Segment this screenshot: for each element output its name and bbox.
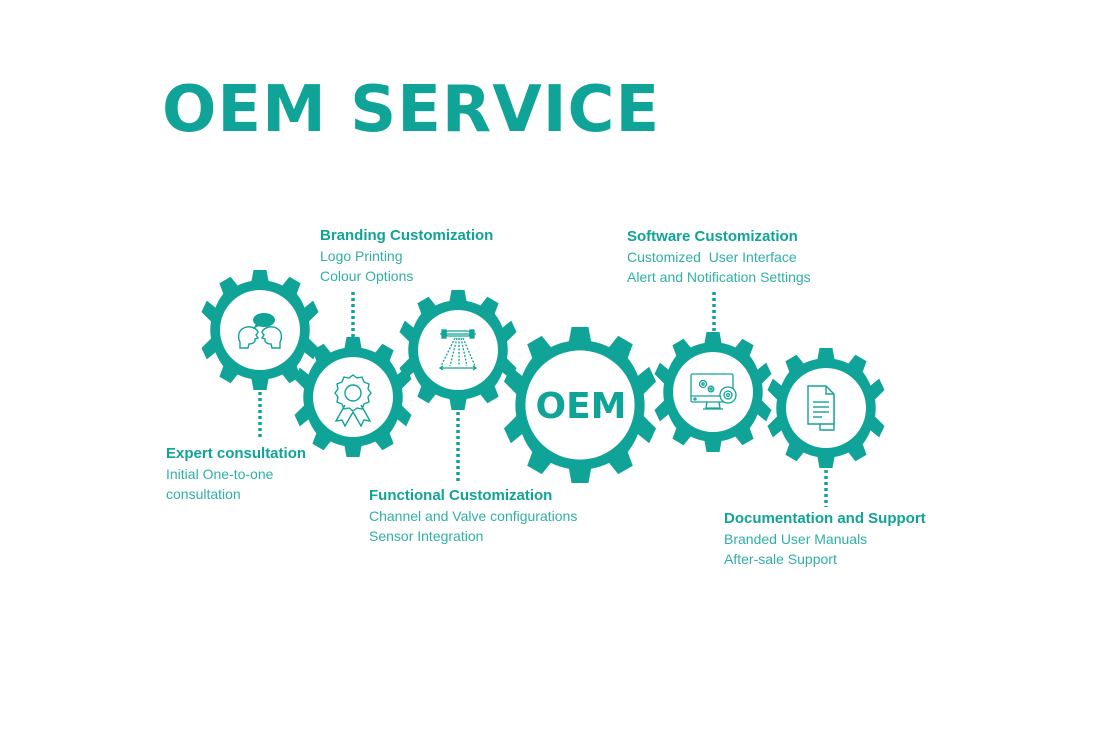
sprayer-icon [438, 329, 478, 371]
step-heading: Branding Customization [320, 227, 494, 244]
gear-functional-customization [399, 290, 517, 410]
step-branding-customization: Branding Customization Logo Printing Col… [320, 226, 493, 286]
gear-documentation-support [767, 348, 885, 468]
step-expert-consultation: Expert consultation Initial One-to-one c… [166, 444, 306, 504]
step-heading: Functional Customization [369, 487, 553, 504]
step-detail: Logo Printing [320, 248, 403, 264]
award-ribbon-icon [334, 374, 372, 428]
step-detail: After-sale Support [724, 551, 837, 567]
step-detail: consultation [166, 486, 241, 502]
step-detail: Alert and Notification Settings [627, 269, 811, 285]
step-detail: Sensor Integration [369, 528, 484, 544]
step-heading: Documentation and Support [724, 510, 926, 527]
consultation-heads-icon [237, 313, 283, 349]
oem-center-label: OEM [535, 386, 626, 427]
documents-icon [807, 385, 835, 431]
step-detail: Colour Options [320, 268, 414, 284]
monitor-gears-icon [690, 373, 737, 410]
gear-oem-center [503, 327, 657, 483]
step-detail: Channel and Valve configurations [369, 508, 578, 524]
step-detail: Initial One-to-one [166, 466, 274, 482]
step-heading: Software Customization [627, 228, 798, 245]
step-heading: Expert consultation [166, 445, 307, 462]
connector-lines [258, 292, 828, 507]
step-functional-customization: Functional Customization Channel and Val… [369, 486, 577, 546]
step-software-customization: Software Customization Customized User I… [627, 227, 811, 287]
step-detail: Branded User Manuals [724, 531, 868, 547]
gear-expert-consultation [201, 270, 319, 390]
gear-software-customization [654, 332, 772, 452]
step-detail: Customized User Interface [627, 249, 797, 265]
step-documentation-support: Documentation and Support Branded User M… [724, 509, 926, 569]
page-title: OEM SERVICE [162, 73, 661, 147]
gear-branding-customization [294, 337, 412, 457]
